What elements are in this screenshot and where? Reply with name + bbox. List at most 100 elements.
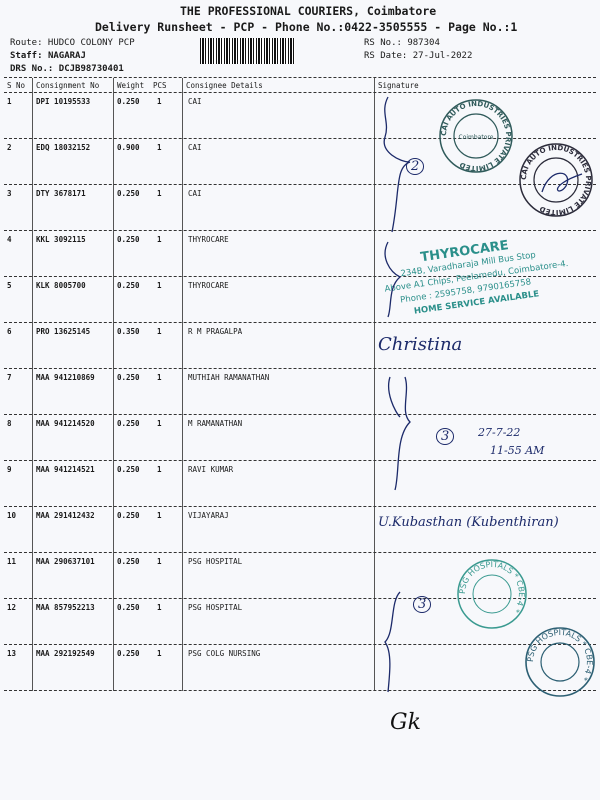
handwritten-initials: Gk [390,710,421,735]
row-consignee: PSG COLG NURSING [188,649,261,658]
row-consignee: RAVI KUMAR [188,465,234,474]
col-signature: Signature [378,81,419,90]
row-sno: 12 [7,603,17,612]
row-weight: 0.250 [117,603,140,612]
row-sno: 3 [7,189,12,198]
col-weight: Weight [117,81,145,90]
column-divider [374,78,375,691]
row-separator [4,414,596,415]
row-separator [4,690,596,691]
row-sno: 8 [7,419,12,428]
row-consignment-no: KKL 3092115 [36,235,86,244]
cai-stamp: CAI AUTO INDUSTRIES PRIVATE LIMITED [519,143,593,217]
row-separator [4,322,596,323]
row-consignment-no: EDQ 18032152 [36,143,91,152]
cai-stamp: CAI AUTO INDUSTRIES PRIVATE LIMITED Coim… [439,99,513,173]
col-sno: S No [7,81,26,90]
row-consignee: CAI [188,189,202,198]
row-separator [4,92,596,93]
row-consignment-no: KLK 8005700 [36,281,86,290]
row-sno: 10 [7,511,17,520]
row-weight: 0.250 [117,649,140,658]
svg-text:PSG HOSPITALS * CBE-4 *: PSG HOSPITALS * CBE-4 * [526,628,594,683]
row-consignee: VIJAYARAJ [188,511,229,520]
row-consignee: PSG HOSPITAL [188,557,243,566]
row-pcs: 1 [157,189,162,198]
row-consignee: MUTHIAH RAMANATHAN [188,373,270,382]
row-consignment-no: MAA 291412432 [36,511,95,520]
row-pcs: 1 [157,97,162,106]
row-sno: 4 [7,235,12,244]
psg-stamp-text: PSG HOSPITALS * CBE-4 * [526,628,594,683]
row-separator [4,138,596,139]
drs-row: DRS No.: DCJB98730401 [10,64,124,75]
row-consignment-no: MAA 941210869 [36,373,95,382]
column-divider [113,78,114,691]
barcode [200,38,295,64]
row-pcs: 1 [157,649,162,658]
row-separator [4,230,596,231]
row-weight: 0.250 [117,373,140,382]
company-title: THE PROFESSIONAL COURIERS, Coimbatore [180,4,437,18]
row-separator [4,552,596,553]
row-consignment-no: MAA 290637101 [36,557,95,566]
row-pcs: 1 [157,419,162,428]
runsheet-subtitle: Delivery Runsheet - PCP - Phone No.:0422… [95,20,518,34]
row-pcs: 1 [157,465,162,474]
row-separator [4,506,596,507]
row-separator [4,460,596,461]
row-pcs: 1 [157,281,162,290]
row-consignee: THYROCARE [188,281,229,290]
row-pcs: 1 [157,143,162,152]
row-sno: 1 [7,97,12,106]
row-pcs: 1 [157,327,162,336]
row-consignment-no: MAA 857952213 [36,603,95,612]
handwritten-date: 27-7-22 [478,426,521,439]
staff-row: Staff: NAGARAJ [10,51,86,62]
row-weight: 0.250 [117,557,140,566]
drs-label: DRS No.: [10,64,54,74]
col-consignment: Consignment No [36,81,100,90]
row-consignee: R M PRAGALPA [188,327,243,336]
row-weight: 0.250 [117,281,140,290]
grouping-braces [383,96,411,693]
row-consignee: M RAMANATHAN [188,419,243,428]
header-top-rule [4,77,596,78]
drs-number: DCJB98730401 [58,64,124,74]
row-weight: 0.250 [117,419,140,428]
row-sno: 5 [7,281,12,290]
row-pcs: 1 [157,557,162,566]
row-pcs: 1 [157,511,162,520]
col-pcs: PCS [153,81,167,90]
row-consignment-no: MAA 941214520 [36,419,95,428]
row-pcs: 1 [157,603,162,612]
row-sno: 9 [7,465,12,474]
staff-name: NAGARAJ [47,51,86,61]
rs-date: RS Date: 27-Jul-2022 [364,51,473,61]
route: Route: HUDCO COLONY PCP [10,38,135,48]
row-weight: 0.250 [117,189,140,198]
psg-stamp: PSG HOSPITALS * CBE-4 * [525,627,595,697]
column-divider [32,78,33,691]
row-consignment-no: MAA 292192549 [36,649,95,658]
row-pcs: 1 [157,235,162,244]
row-weight: 0.250 [117,511,140,520]
row-weight: 0.900 [117,143,140,152]
handwritten-count: 2 [406,158,425,175]
psg-stamp-text: PSG HOSPITALS * CBE-4 * [458,560,526,615]
row-consignee: PSG HOSPITAL [188,603,243,612]
handwritten-signature: U.Kubasthan (Kubenthiran) [378,515,559,530]
handwritten-time: 11-55 AM [490,444,545,457]
row-consignee: THYROCARE [188,235,229,244]
row-consignment-no: PRO 13625145 [36,327,91,336]
handwritten-count: 3 [436,428,455,445]
row-consignment-no: MAA 941214521 [36,465,95,474]
handwritten-count: 3 [413,596,432,613]
row-weight: 0.250 [117,97,140,106]
row-separator [4,644,596,645]
row-sno: 2 [7,143,12,152]
rs-number: RS No.: 987304 [364,38,440,48]
handwritten-signature: Christina [378,334,463,355]
row-sno: 11 [7,557,17,566]
